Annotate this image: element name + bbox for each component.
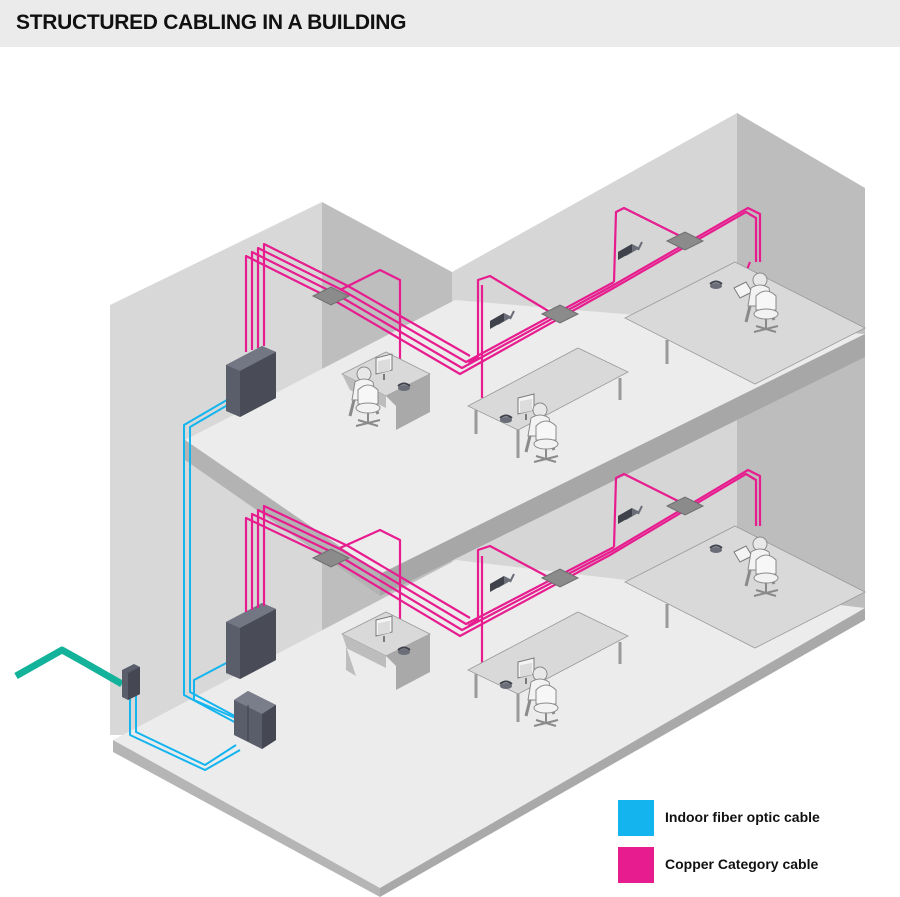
entrance-facility-box — [122, 664, 140, 700]
lower-furniture — [341, 525, 866, 727]
server-cabinet — [234, 691, 276, 749]
copper-cable-swatch — [618, 847, 654, 883]
legend-label: Copper Category cable — [665, 856, 819, 872]
lower-floor — [113, 560, 865, 897]
legend-item-fiber: Indoor fiber optic cable — [618, 800, 878, 836]
page-title: STRUCTURED CABLING IN A BUILDING — [16, 11, 407, 34]
upper-telecom-rack — [226, 346, 276, 417]
fiber-cables — [129, 396, 247, 771]
title-bar: STRUCTURED CABLING IN A BUILDING — [0, 0, 900, 47]
outside-plant-cable — [14, 646, 124, 688]
upper-furniture — [341, 261, 866, 463]
lower-telecom-rack — [226, 603, 276, 679]
legend-label: Indoor fiber optic cable — [665, 809, 820, 825]
legend-item-copper: Copper Category cable — [618, 847, 878, 883]
fiber-cable-swatch — [618, 800, 654, 836]
